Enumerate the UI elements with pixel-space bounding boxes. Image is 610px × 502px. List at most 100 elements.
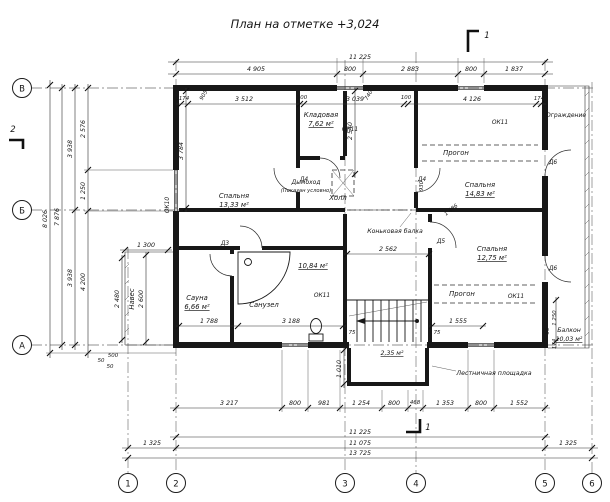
dim-top-4: 800 xyxy=(465,66,477,73)
dim-left-c3: 4 200 xyxy=(80,273,87,291)
dim-1555: 1 555 xyxy=(449,318,467,325)
stair-direction-arrow xyxy=(356,318,365,324)
axis-row-v: В xyxy=(19,85,25,95)
dim-side-right: 1 325 xyxy=(559,440,577,447)
mark-ok10-left: ОК10 xyxy=(165,197,171,214)
mark-ok11-bottom-left: ОК11 xyxy=(314,293,330,299)
room-kladovaya-area: 7,62 м² xyxy=(308,120,333,128)
dim-930: 930 xyxy=(419,180,425,191)
axis-col-6: 6 xyxy=(589,480,594,490)
section-marks: 1 2 1 xyxy=(9,29,490,434)
dim-bot-3: 981 xyxy=(318,400,330,407)
dim-left-half-bottom: 3 938 xyxy=(67,269,74,287)
dim-naves-1300: 1 300 xyxy=(137,242,155,249)
room-bed3-name: Спальня xyxy=(477,245,507,253)
dim-75b: 75 xyxy=(434,330,441,336)
label-beam-top: Прогон xyxy=(443,149,469,157)
axis-markers: В Б А 1 2 3 4 5 6 xyxy=(12,78,602,493)
dim-top-total: 11 225 xyxy=(349,54,371,61)
section-1-bottom-label: 1 xyxy=(425,423,430,433)
walls xyxy=(173,85,548,386)
axis-col-1: 1 xyxy=(125,480,130,490)
dim-r1250: 1 250 xyxy=(552,310,558,326)
dim-3784: 3 784 xyxy=(178,142,185,160)
extension-lines xyxy=(46,58,495,412)
dim-top-5: 1 837 xyxy=(505,66,523,73)
dim-topin-2: 905 xyxy=(199,89,210,101)
dim-bottom-inner: 11 075 xyxy=(349,440,371,447)
bathtub xyxy=(237,251,291,305)
dim-naves-500: 500 xyxy=(108,353,119,359)
mark-d4-right: Д4 xyxy=(417,177,427,183)
room-balcony-area: 10,03 м² xyxy=(556,336,583,343)
section-1-top-label: 1 xyxy=(484,31,489,41)
dim-naves-2600: 2 600 xyxy=(138,290,145,308)
chimney-shaft xyxy=(331,169,355,197)
dim-topin-4: 100 xyxy=(297,95,308,101)
mark-d6-top: Д6 xyxy=(548,160,558,166)
toilet-tank xyxy=(308,333,324,342)
axis-col-4: 4 xyxy=(413,480,418,490)
dim-top-3: 2 883 xyxy=(401,66,419,73)
stairs xyxy=(347,299,428,342)
mark-d4-left: Д4 xyxy=(299,177,309,183)
room-kladovaya-name: Кладовая xyxy=(304,111,338,119)
dim-1788: 1 788 xyxy=(200,318,218,325)
dim-left-total: 7 876 xyxy=(54,208,61,226)
axis-row-b: Б xyxy=(19,207,25,217)
mark-ok11-top-right: ОК11 xyxy=(492,120,508,126)
beams xyxy=(347,144,538,304)
dim-r95: 95 xyxy=(545,327,551,334)
dim-bot-6: 468 xyxy=(410,400,421,406)
mark-d3: Д3 xyxy=(220,241,230,247)
axis-col-5: 5 xyxy=(542,480,547,490)
room-sauna-area: 6,66 м² xyxy=(184,303,209,311)
balcony-terrace xyxy=(548,85,590,349)
label-beam-bottom: Прогон xyxy=(449,290,475,298)
dim-topin-6: 740 xyxy=(364,89,375,101)
windows xyxy=(174,86,494,347)
dim-3188: 3 188 xyxy=(282,318,300,325)
axis-col-2: 2 xyxy=(173,480,178,490)
drawing-title: План на отметке +3,024 xyxy=(231,17,380,31)
dim-top-2: 800 xyxy=(344,66,356,73)
label-chimney-note: (Показан условно) xyxy=(281,188,331,194)
dim-2562: 2 562 xyxy=(379,246,397,253)
dim-bot-8: 800 xyxy=(475,400,487,407)
room-bed2-name: Спальня xyxy=(465,181,495,189)
dim-bot-4: 1 254 xyxy=(352,400,370,407)
dim-bot-2: 800 xyxy=(289,400,301,407)
room-hall-name: Холл xyxy=(328,194,347,202)
room-sauna-name: Сауна xyxy=(186,294,208,302)
naves-canopy xyxy=(124,251,173,346)
axis-row-a: А xyxy=(19,342,25,352)
room-bed3-area: 12,75 м² xyxy=(477,254,507,262)
dim-bot-1: 3 217 xyxy=(220,400,238,407)
mark-ok11-bottom-right: ОК11 xyxy=(508,294,524,300)
dim-naves-50b: 50 xyxy=(107,364,114,370)
room-bed1-name: Спальня xyxy=(219,192,249,200)
dim-topin-1: 174 xyxy=(179,96,190,102)
mark-d6-bottom: Д6 xyxy=(548,266,558,272)
dim-topin-7: 100 xyxy=(401,95,412,101)
dim-1010: 1 010 xyxy=(336,360,343,378)
dim-topin-8: 4 126 xyxy=(463,96,481,103)
room-sanuzel-name: Санузел xyxy=(249,301,279,309)
room-naves-name: Навес xyxy=(128,288,136,309)
room-balcony-name: Балкон xyxy=(557,327,581,334)
room-bed2-area: 14,83 м² xyxy=(465,190,495,198)
dim-bottom-total: 11 225 xyxy=(349,429,371,436)
dim-top-1: 4 905 xyxy=(247,66,265,73)
room-landing-name: Лестничная площадка xyxy=(455,370,531,377)
dim-topin-5: 3 039 xyxy=(346,96,364,103)
label-railing: Ограждение xyxy=(546,112,586,119)
dim-topin-9: 174 xyxy=(534,96,545,102)
leaders xyxy=(399,212,457,372)
dim-left-half-top: 3 938 xyxy=(67,140,74,158)
dim-2540: 2 540 xyxy=(347,122,354,140)
axis-col-3: 3 xyxy=(342,480,347,490)
dim-bot-7: 1 353 xyxy=(436,400,454,407)
dim-naves-2480: 2 480 xyxy=(114,290,121,308)
